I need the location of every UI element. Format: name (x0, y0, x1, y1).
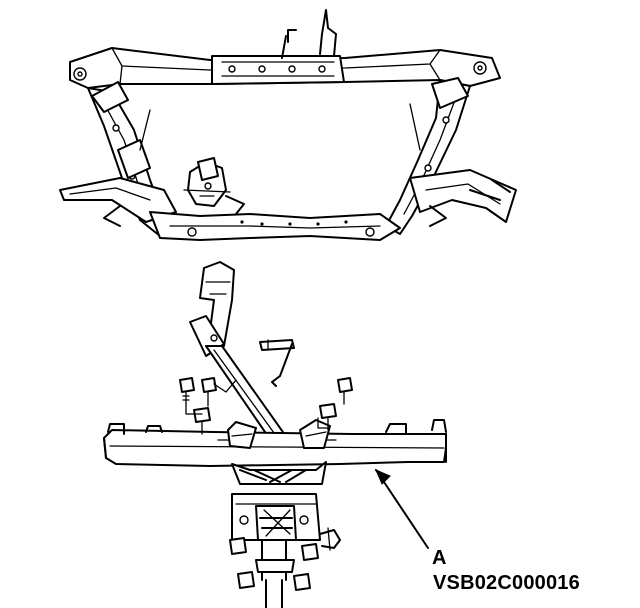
bolt-jack-left (229, 537, 247, 555)
lock-pin (259, 339, 295, 387)
callout-leader (375, 469, 429, 549)
bolt-jack-right (301, 543, 319, 561)
vehicle-subframe (59, 9, 517, 241)
alignment-lines (185, 379, 329, 429)
bolt-left-outer (179, 377, 195, 405)
bolt-left-inner (201, 377, 217, 407)
bolt-jack-bottom (237, 571, 311, 591)
bolt-right-lower (319, 403, 337, 431)
subframe-adapter-assembly (103, 261, 447, 608)
mounting-bolts (179, 377, 353, 591)
figure-code: VSB02C000016 (433, 572, 580, 594)
bolt-left-lower (193, 407, 211, 435)
bolt-right-outer (337, 377, 353, 405)
callout-label-a: A (432, 547, 447, 569)
